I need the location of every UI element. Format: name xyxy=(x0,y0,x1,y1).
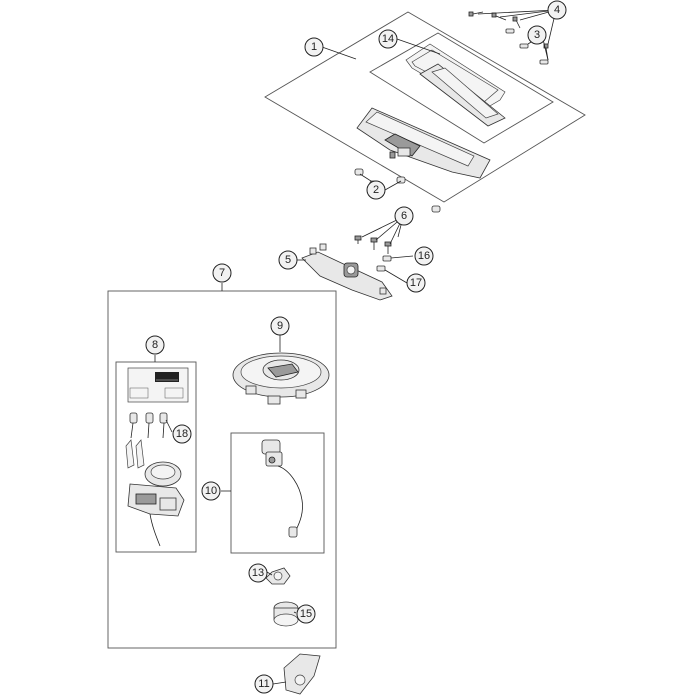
svg-text:10: 10 xyxy=(205,485,217,497)
callout-17: 17 xyxy=(406,273,426,293)
svg-text:1: 1 xyxy=(311,41,317,53)
callout-7: 7 xyxy=(212,263,232,283)
part-8-key-card xyxy=(127,367,189,403)
svg-text:14: 14 xyxy=(382,33,394,45)
svg-text:13: 13 xyxy=(252,567,264,579)
callout-10: 10 xyxy=(201,481,221,501)
frame-group-1 xyxy=(264,11,586,203)
part-3-4-screws xyxy=(468,11,549,65)
svg-text:5: 5 xyxy=(285,254,291,266)
part-instrument-housing xyxy=(356,107,491,179)
frame-group-7 xyxy=(107,290,337,649)
callout-14: 14 xyxy=(378,29,398,49)
svg-text:2: 2 xyxy=(373,184,379,196)
callout-6: 6 xyxy=(394,206,414,226)
callout-13: 13 xyxy=(248,563,268,583)
part-15-bushing xyxy=(273,601,299,627)
svg-text:6: 6 xyxy=(401,210,407,222)
svg-text:9: 9 xyxy=(277,320,283,332)
svg-text:8: 8 xyxy=(152,339,158,351)
part-ignition-lock xyxy=(127,461,185,547)
part-13-nut xyxy=(265,567,291,585)
svg-text:3: 3 xyxy=(534,29,540,41)
part-10-sensor xyxy=(261,439,303,538)
svg-text:16: 16 xyxy=(418,250,430,262)
svg-text:15: 15 xyxy=(300,608,312,620)
svg-text:7: 7 xyxy=(219,267,225,279)
svg-text:11: 11 xyxy=(258,678,269,690)
part-14-cover-plates xyxy=(405,43,506,127)
frame-group-8 xyxy=(115,361,197,553)
callout-4: 4 xyxy=(547,0,567,20)
part-5-bracket xyxy=(301,243,393,301)
callout-9: 9 xyxy=(270,316,290,336)
svg-text:4: 4 xyxy=(554,4,560,16)
part-6-bolts xyxy=(354,235,392,272)
part-11-bracket xyxy=(283,653,321,695)
callout-15: 15 xyxy=(296,604,316,624)
callout-18: 18 xyxy=(172,424,192,444)
callout-3: 3 xyxy=(527,25,547,45)
part-18-keys xyxy=(125,412,168,469)
callout-1: 1 xyxy=(304,37,324,57)
callout-16: 16 xyxy=(414,246,434,266)
callout-11: 11 xyxy=(254,674,274,694)
svg-text:17: 17 xyxy=(410,277,422,289)
callout-5: 5 xyxy=(278,250,298,270)
frame-group-14 xyxy=(369,32,554,144)
frame-group-10 xyxy=(230,432,325,554)
callout-8: 8 xyxy=(145,335,165,355)
svg-text:18: 18 xyxy=(176,428,188,440)
part-9-tank-cap xyxy=(232,352,330,405)
callout-2: 2 xyxy=(366,180,386,200)
